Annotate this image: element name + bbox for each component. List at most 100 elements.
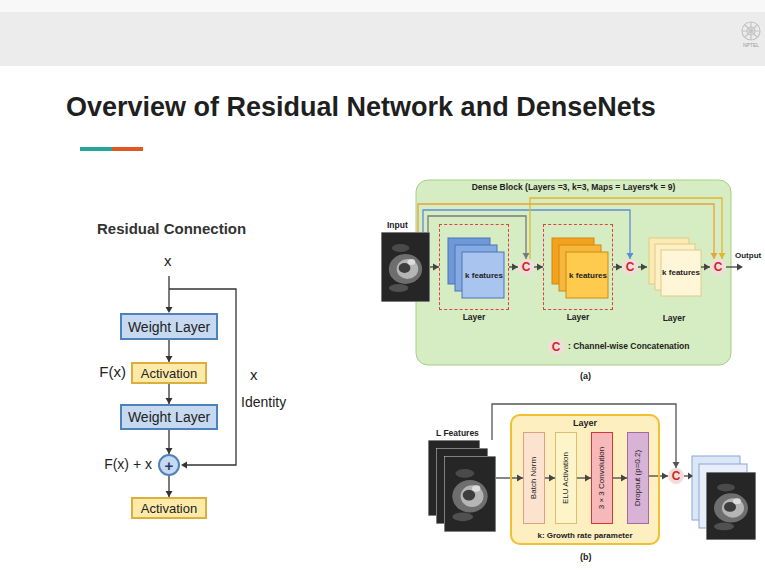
concat-circle: C: [518, 259, 534, 275]
connector: [418, 204, 718, 259]
dense-block: Dense Block (Layers =3, k=3, Maps = Laye…: [416, 180, 731, 365]
connector: [430, 264, 439, 271]
connector: [613, 475, 627, 482]
node-text: Layer: [463, 313, 486, 322]
node-text: Activation: [141, 367, 197, 380]
connector-line: [423, 210, 630, 259]
text-label: x: [250, 367, 258, 382]
feature-stack: [448, 238, 504, 298]
node-text: ELU Activation: [562, 436, 570, 520]
slide-title: Overview of Residual Network and DenseNe…: [66, 92, 656, 123]
weight-layer-box: Weight Layer: [120, 404, 218, 430]
mri-image: [381, 232, 430, 302]
activation-box: ELU Activation: [555, 432, 577, 524]
connector: [530, 198, 726, 259]
node-text: k: Growth rate parameter: [537, 532, 632, 540]
concat-legend-mark: C: [548, 339, 564, 355]
connector-line: [530, 198, 722, 259]
activation-box: Activation: [131, 497, 207, 519]
connector: [166, 476, 173, 497]
node-text: C: [626, 261, 635, 273]
connector: [638, 264, 647, 271]
node-text: Layer: [663, 314, 686, 323]
text-label: NPTEL: [743, 43, 759, 48]
node-text: C: [714, 261, 723, 273]
logo: [742, 22, 760, 40]
text-label: (b): [580, 553, 592, 562]
text-label: x: [164, 253, 172, 268]
connector: [509, 264, 518, 271]
connector: [428, 216, 530, 259]
arrow-head: [719, 253, 726, 259]
convolution-box: 3 × 3 Convolution: [591, 432, 613, 524]
dropout-box: Dropout (p=0.2): [627, 432, 649, 524]
node-text: Weight Layer: [128, 320, 210, 334]
feature-stack: [552, 238, 608, 298]
arrow-head: [688, 473, 693, 480]
feature-stack: [649, 238, 701, 296]
node-text: C: [672, 470, 681, 482]
concat-circle: C: [622, 259, 638, 275]
activation-box: Activation: [131, 362, 207, 384]
connector: [166, 430, 173, 454]
mri-image: [444, 456, 496, 532]
node-text: k features: [463, 253, 505, 299]
text-label: Output: [735, 252, 761, 260]
output-arrow: [684, 475, 688, 476]
title-underline: [112, 147, 143, 151]
header-top: [0, 0, 765, 12]
arrow-head: [737, 264, 743, 271]
node-text: Input: [387, 221, 408, 230]
connector-line: [428, 216, 526, 259]
node-text: +: [165, 458, 174, 473]
sum-circle: +: [158, 454, 180, 476]
text-label: Residual Connection: [97, 221, 246, 236]
layer-box: Layer k: Growth rate parameter Batch Norm E…: [510, 414, 660, 545]
node-text: Weight Layer: [128, 410, 210, 424]
input-stack: L Features: [428, 440, 496, 532]
connector: [423, 210, 634, 259]
dense-layer: k featuresLayer: [543, 224, 613, 310]
node-text: Layer: [573, 419, 597, 428]
node-text: Dropout (p=0.2): [634, 436, 642, 520]
node-text: L Features: [436, 429, 479, 438]
text-label: F(x): [99, 364, 126, 379]
text-label: (a): [580, 372, 591, 381]
connector: [166, 340, 173, 362]
connector: [166, 384, 173, 404]
dense-layer: k featuresLayer: [647, 224, 701, 310]
title-underline: [80, 147, 112, 151]
connector: [545, 475, 555, 482]
concat-circle: C: [668, 468, 684, 484]
arrow-head: [641, 264, 647, 271]
dense-layer: k featuresLayer: [439, 224, 509, 310]
connector: [577, 475, 591, 482]
node-text: Layer: [567, 313, 590, 322]
node-text: Activation: [141, 502, 197, 515]
connector-line: [418, 204, 714, 259]
text-label: : Channel-wise Concatenation: [568, 342, 689, 351]
dense-block-panel: [416, 180, 731, 365]
layer-box-fill: [510, 414, 660, 545]
weight-layer-box: Weight Layer: [120, 313, 218, 340]
node-text: Dense Block (Layers =3, k=3, Maps = Laye…: [472, 183, 676, 192]
node-text: k features: [661, 250, 701, 296]
connector: [701, 264, 710, 271]
batch-norm-box: Batch Norm: [523, 432, 545, 524]
concat-circle: C: [710, 259, 726, 275]
text-label: F(x) + x: [104, 457, 152, 471]
node-text: C: [522, 261, 531, 273]
output-arrow: [726, 266, 737, 267]
connector: [613, 264, 622, 271]
node-text: Batch Norm: [530, 436, 538, 520]
node-text: 3 × 3 Convolution: [598, 436, 606, 520]
connector: [534, 264, 543, 271]
header-bar: [0, 12, 765, 66]
node-text: k features: [567, 253, 609, 299]
arrow-head: [181, 462, 187, 469]
text-label: Identity: [241, 395, 286, 409]
mri-image: [706, 472, 756, 540]
